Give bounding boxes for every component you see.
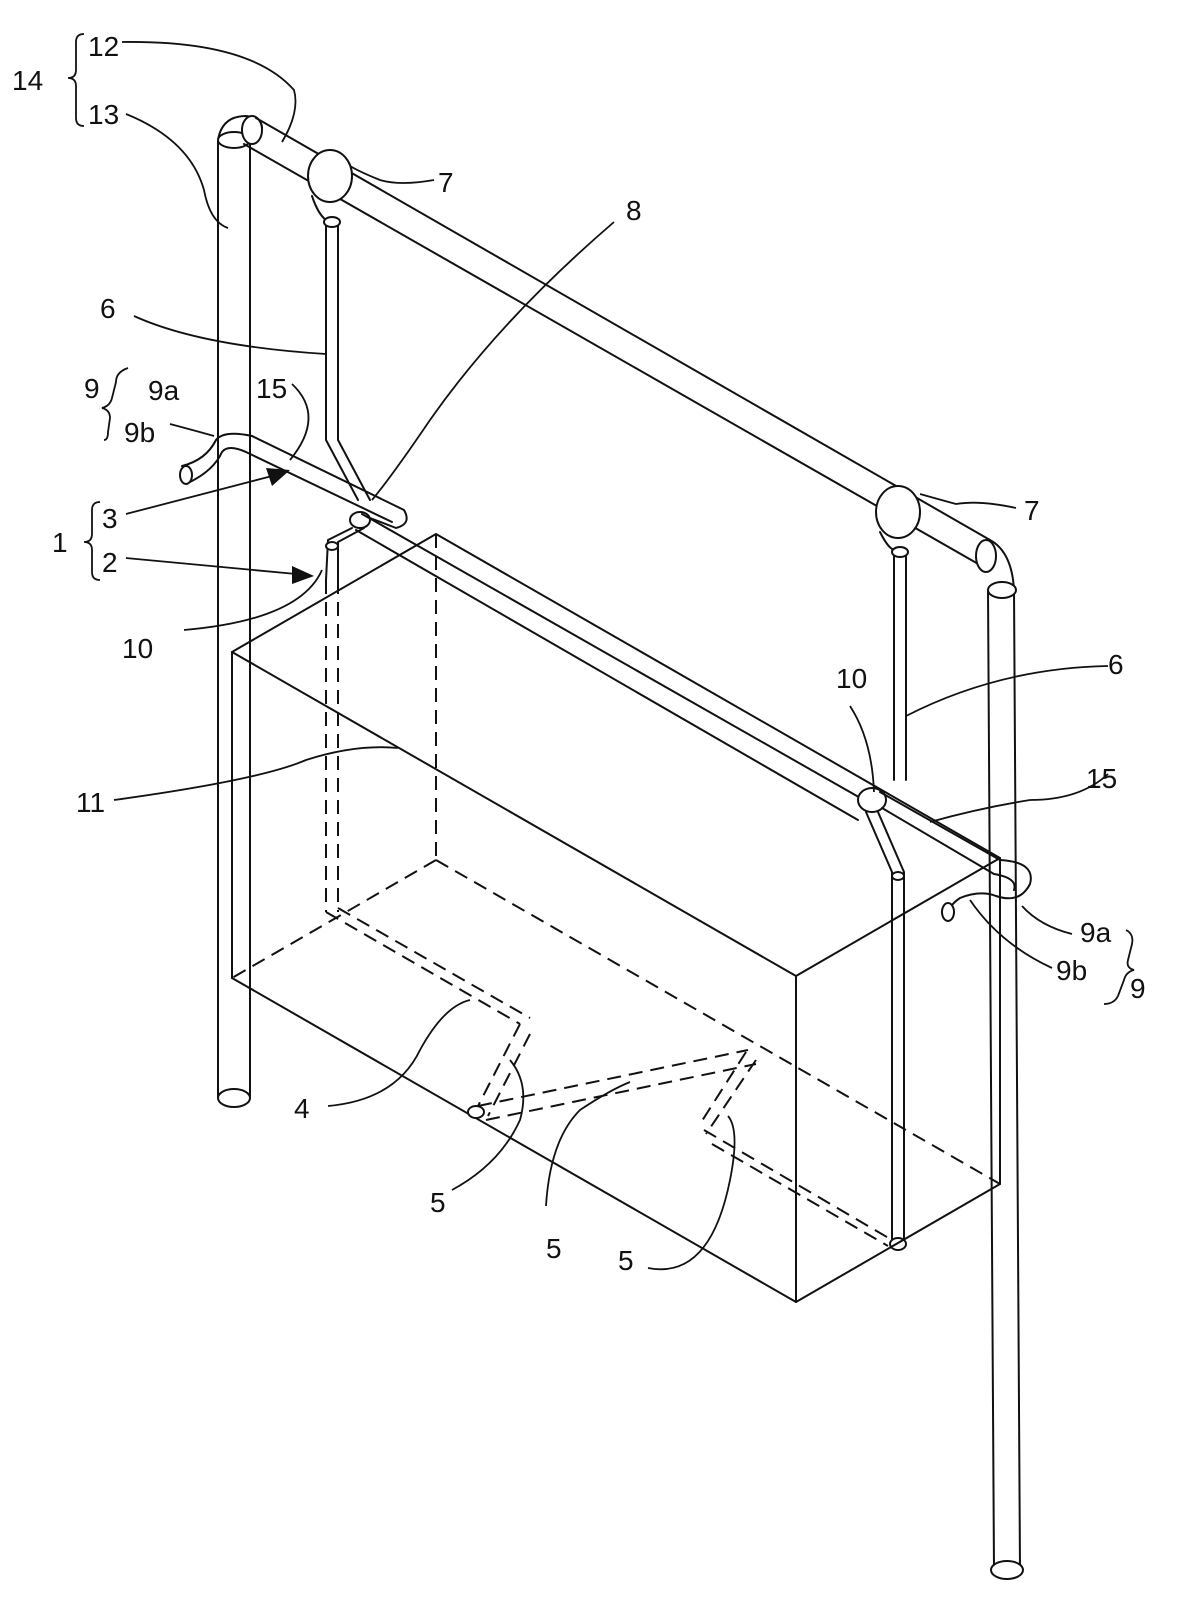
label-7-top-left: 7	[438, 167, 454, 198]
label-12: 12	[88, 31, 119, 62]
box	[231, 533, 1001, 1303]
label-4: 4	[294, 1093, 310, 1124]
hidden-rods	[325, 580, 893, 1247]
reference-labels: 14 12 13 7 8 6 9 9a 9b 15 1 3 2 10 7 10 …	[12, 31, 1146, 1276]
label-15-right: 15	[1086, 763, 1117, 794]
label-9-top-group: 9	[84, 373, 100, 404]
left-rail-and-hook	[179, 432, 408, 581]
right-hanger	[875, 485, 921, 781]
leader-lines	[113, 41, 1109, 1271]
arrows	[125, 468, 314, 584]
right-post	[975, 539, 1024, 1580]
top-bar	[243, 117, 991, 566]
label-6-right: 6	[1108, 649, 1124, 680]
lower-rail	[355, 513, 879, 821]
label-11: 11	[76, 787, 105, 818]
label-5-left: 5	[430, 1187, 446, 1218]
left-post	[217, 115, 263, 1108]
label-10-left: 10	[122, 633, 153, 664]
right-rail-and-hook	[857, 787, 1032, 1251]
label-9b-top: 9b	[124, 417, 155, 448]
label-7-right: 7	[1024, 495, 1040, 526]
box-hidden-edges	[231, 534, 1001, 1185]
label-2: 2	[102, 547, 118, 578]
label-9-bottom-group: 9	[1130, 973, 1146, 1004]
label-6-left: 6	[100, 293, 116, 324]
label-8: 8	[626, 195, 642, 226]
label-9a-bottom: 9a	[1080, 917, 1112, 948]
brackets	[67, 33, 1135, 1005]
label-5-right: 5	[618, 1245, 634, 1276]
label-5-middle: 5	[546, 1233, 562, 1264]
label-3: 3	[102, 503, 118, 534]
label-10-right: 10	[836, 663, 867, 694]
left-hanger	[307, 149, 371, 501]
label-9b-bottom: 9b	[1056, 955, 1087, 986]
label-1: 1	[52, 527, 68, 558]
label-15-left: 15	[256, 373, 287, 404]
label-14: 14	[12, 65, 43, 96]
label-9a-top: 9a	[148, 375, 180, 406]
label-13: 13	[88, 99, 119, 130]
